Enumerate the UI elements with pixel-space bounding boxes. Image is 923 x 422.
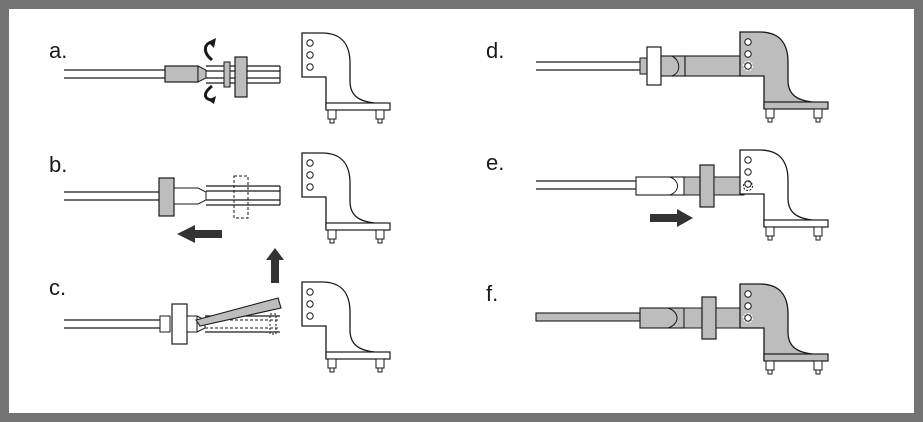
step-b-illustration xyxy=(64,152,391,244)
step-f-illustration xyxy=(535,283,829,375)
step-a-illustration xyxy=(64,32,391,124)
step-label-a: a. xyxy=(49,38,68,63)
step-label-e: e. xyxy=(486,150,505,175)
step-e-illustration xyxy=(536,149,829,241)
step-c-illustration xyxy=(64,248,391,373)
step-label-c: c. xyxy=(49,275,67,300)
step-label-f: f. xyxy=(486,281,499,306)
step-d-illustration xyxy=(536,31,829,123)
step-label-d: d. xyxy=(486,38,505,63)
step-label-b: b. xyxy=(49,152,68,177)
